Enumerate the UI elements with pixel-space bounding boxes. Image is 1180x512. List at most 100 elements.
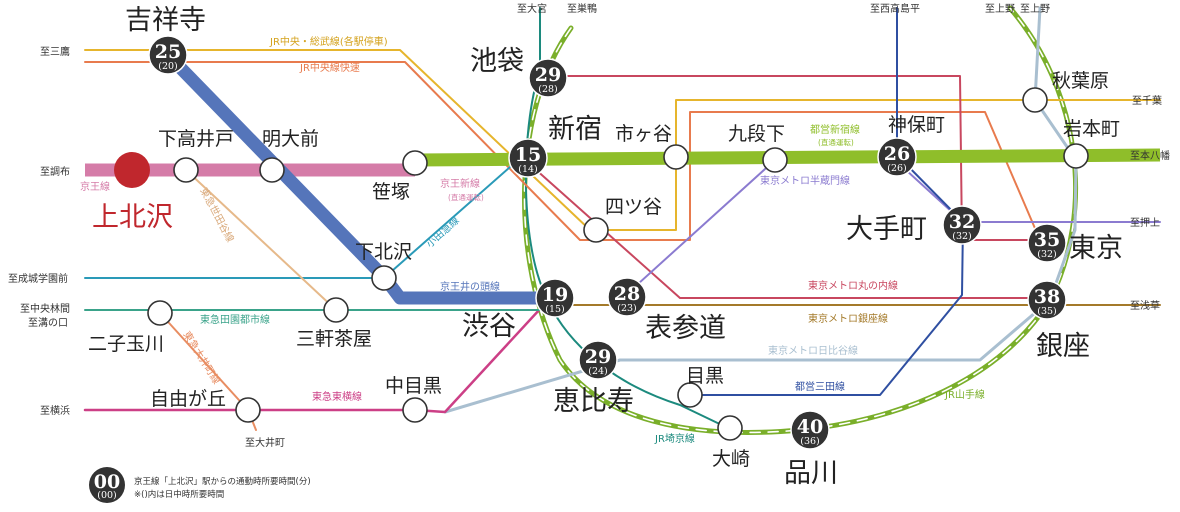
legend-badge-sub: (00)	[97, 490, 117, 501]
name-otemachi: 大手町	[846, 214, 927, 245]
name-shimotakaido: 下高井戸	[158, 128, 234, 150]
label-chuo-rapid: JR中央線快速	[299, 61, 360, 74]
name-shimokitazawa: 下北沢	[355, 241, 412, 263]
station-meguro-icon[interactable]	[677, 382, 703, 408]
badge-sub: (20)	[158, 61, 178, 72]
legend-text-2: ※()内は日中時所要時間	[134, 489, 224, 500]
name-osaki: 大崎	[712, 448, 750, 470]
legend-badge-main: 00	[94, 471, 120, 493]
station-shimokitazawa-icon[interactable]	[371, 265, 397, 291]
name-iwamotocho: 岩本町	[1063, 118, 1120, 140]
name-shinagawa: 品川	[784, 458, 838, 489]
name-sasazuka: 笹塚	[372, 181, 410, 203]
badge-shinagawa[interactable]: 40 (36)	[790, 410, 830, 450]
station-yotsuya-icon[interactable]	[583, 217, 609, 243]
direction-labels: 至三鷹 至調布 至成城学園前 至中央林間 至溝の口 至横浜 至大井町 至大宮 至…	[8, 2, 1170, 449]
label-ginza: 東京メトロ銀座線	[808, 312, 888, 325]
label-chuo-sobu: JR中央・総武線(各駅停車)	[269, 35, 388, 48]
station-sangenjaya-icon[interactable]	[323, 297, 349, 323]
label-toyoko: 東急東横線	[312, 390, 362, 403]
name-akihabara: 秋葉原	[1052, 70, 1109, 92]
label-mita: 都営三田線	[795, 380, 845, 393]
dir-ueno-2: 至上野	[1020, 3, 1050, 15]
badge-sub: (28)	[538, 84, 558, 95]
badge-sub: (35)	[1037, 306, 1057, 317]
dir-mizonokuchi: 至溝の口	[28, 316, 68, 329]
label-saikyo: JR埼京線	[654, 432, 695, 445]
dir-asakusa: 至浅草	[1130, 299, 1160, 312]
name-omotesando: 表参道	[645, 313, 726, 344]
badge-omotesando[interactable]: 28 (23)	[607, 277, 647, 317]
badge-main: 25	[155, 41, 181, 63]
badge-main: 40	[797, 416, 823, 438]
name-meidaimae: 明大前	[262, 128, 319, 150]
line-mita	[689, 7, 964, 396]
badge-ebisu[interactable]: 29 (24)	[578, 340, 618, 380]
line-chuo-rapid	[84, 61, 1041, 241]
station-ichigaya-icon[interactable]	[663, 144, 689, 170]
home-station-marker-icon[interactable]	[114, 152, 150, 188]
label-oimachi: 東急大井町線	[180, 329, 223, 387]
badge-sub: (14)	[518, 164, 538, 175]
badge-main: 28	[614, 283, 640, 305]
station-meidaimae-icon[interactable]	[259, 157, 285, 183]
name-ichigaya: 市ヶ谷	[615, 123, 672, 145]
name-nakameguro: 中目黒	[385, 375, 442, 397]
time-badge-icon	[607, 277, 647, 317]
label-inokashira: 京王井の頭線	[440, 280, 500, 293]
dir-mitaka: 至三鷹	[40, 45, 70, 58]
badge-main: 29	[535, 64, 561, 86]
name-ebisu: 恵比寿	[553, 386, 634, 417]
badge-kichijoji[interactable]: 25 (20)	[148, 35, 188, 75]
badge-main: 29	[585, 346, 611, 368]
label-denentoshi: 東急田園都市線	[200, 313, 270, 326]
time-badge-icon	[508, 138, 548, 178]
legend-badge: 00 (00)	[89, 467, 125, 503]
time-badges: 25 (20) 29 (28) 15 (14) 26 (26) 32 (32) …	[148, 35, 1067, 450]
station-akihabara-icon[interactable]	[1022, 87, 1048, 113]
time-badge-icon	[1027, 280, 1067, 320]
label-hanzomon: 東京メトロ半蔵門線	[760, 174, 850, 187]
time-badge-icon	[790, 410, 830, 450]
dir-oshiage: 至押上	[1130, 216, 1160, 229]
label-shinjuku: 都営新宿線	[810, 123, 860, 136]
station-kudanshita-icon[interactable]	[762, 147, 788, 173]
station-iwamotocho-icon[interactable]	[1063, 143, 1089, 169]
name-futakotamagawa: 二子玉川	[88, 333, 164, 355]
label-keio: 京王線	[80, 180, 110, 193]
name-ikebukuro: 池袋	[470, 46, 524, 77]
time-badge-icon	[942, 205, 982, 245]
dir-nishitakashimadaira: 至西高島平	[870, 2, 920, 15]
badge-shinjuku[interactable]: 15 (14)	[508, 138, 548, 178]
badge-main: 15	[515, 144, 541, 166]
badge-ikebukuro[interactable]: 29 (28)	[528, 58, 568, 98]
badge-sub: (32)	[952, 231, 972, 242]
badge-jimbocho[interactable]: 26 (26)	[877, 137, 917, 177]
time-badge-icon	[148, 35, 188, 75]
badge-main: 35	[1034, 229, 1060, 251]
station-sasazuka-icon[interactable]	[402, 150, 428, 176]
time-badge-icon	[535, 278, 575, 318]
name-sangenjaya: 三軒茶屋	[296, 328, 372, 350]
badge-shibuya[interactable]: 19 (15)	[535, 278, 575, 318]
name-kudanshita: 九段下	[728, 123, 785, 145]
badge-sub: (36)	[800, 436, 820, 447]
dir-oimachi: 至大井町	[245, 436, 285, 449]
station-osaki-icon[interactable]	[717, 415, 743, 441]
station-shimotakaido-icon[interactable]	[173, 157, 199, 183]
station-jiyugaoka-icon[interactable]	[235, 397, 261, 423]
badge-sub: (23)	[617, 303, 637, 314]
time-badge-icon	[877, 137, 917, 177]
dir-omiya: 至大宮	[517, 2, 547, 15]
name-shibuya: 渋谷	[462, 311, 516, 342]
badge-ginza[interactable]: 38 (35)	[1027, 280, 1067, 320]
badge-sub: (24)	[588, 366, 608, 377]
line-setagaya	[185, 169, 337, 311]
label-marunouchi: 東京メトロ丸の内線	[808, 279, 898, 292]
station-nakameguro-icon[interactable]	[402, 397, 428, 423]
dir-yokohama: 至横浜	[40, 404, 70, 417]
name-shinjuku: 新宿	[548, 114, 602, 145]
station-futakotamagawa-icon[interactable]	[147, 300, 173, 326]
badge-otemachi[interactable]: 32 (32)	[942, 205, 982, 245]
badge-tokyo[interactable]: 35 (32)	[1027, 223, 1067, 263]
